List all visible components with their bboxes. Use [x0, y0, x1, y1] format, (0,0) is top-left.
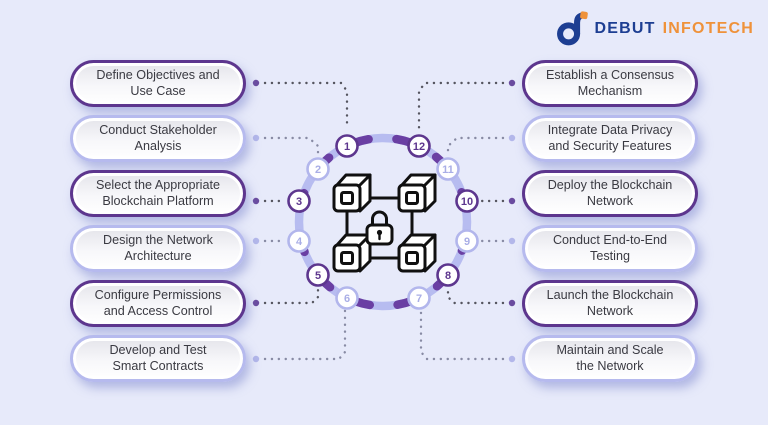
svg-text:7: 7: [416, 293, 422, 305]
step-8-launch-network: Launch the Blockchain Network: [522, 280, 698, 327]
node-12: 12: [407, 134, 431, 158]
svg-text:10: 10: [461, 196, 473, 208]
connector-step-6: [252, 309, 347, 363]
step-2-stakeholder-analysis: Conduct Stakeholder Analysis: [70, 115, 246, 162]
connector-step-5: [252, 287, 320, 307]
svg-text:11: 11: [442, 164, 454, 176]
brand-name-primary: DEBUT: [594, 20, 656, 37]
node-9: 9: [455, 229, 479, 253]
node-3: 3: [287, 189, 311, 213]
step-label-line: Conduct End-to-End: [552, 233, 668, 247]
brand-name-secondary: INFOTECH: [662, 20, 754, 37]
cube-bottom-right: [397, 233, 437, 273]
svg-text:8: 8: [445, 270, 451, 282]
step-11-data-privacy-security: Integrate Data Privacy and Security Feat…: [522, 115, 698, 162]
step-label-line: Design the Network: [103, 233, 213, 247]
step-1-define-objectives: Define Objectives and Use Case: [70, 60, 246, 107]
step-label-line: Maintain and Scale: [556, 343, 664, 357]
step-label-line: Architecture: [124, 248, 192, 263]
step-label-line: Launch the Blockchain: [546, 288, 674, 302]
connector-step-4: [252, 237, 287, 245]
step-label-line: Conduct Stakeholder: [99, 123, 217, 137]
node-6: 6: [335, 286, 359, 310]
connector-step-3: [252, 197, 287, 205]
step-label-line: and Access Control: [103, 303, 213, 318]
step-4-design-architecture: Design the Network Architecture: [70, 225, 246, 272]
svg-text:5: 5: [315, 270, 321, 282]
step-12-consensus-mechanism: Establish a Consensus Mechanism: [522, 60, 698, 107]
step-label-line: Analysis: [134, 138, 182, 153]
step-label-line: Develop and Test: [109, 343, 207, 357]
svg-text:2: 2: [315, 164, 321, 176]
svg-text:6: 6: [344, 293, 350, 305]
node-7: 7: [407, 286, 431, 310]
step-label-line: the Network: [576, 358, 644, 373]
connector-step-1: [252, 79, 349, 131]
connector-step-7: [419, 309, 516, 363]
step-9-end-to-end-testing: Conduct End-to-End Testing: [522, 225, 698, 272]
step-label-line: Use Case: [130, 83, 186, 98]
logo: DEBUT INFOTECH: [554, 11, 754, 47]
step-label-line: Testing: [590, 248, 630, 263]
step-7-maintain-scale: Maintain and Scale the Network: [522, 335, 698, 382]
svg-text:9: 9: [464, 236, 470, 248]
cube-bottom-left: [332, 233, 372, 273]
connector-step-9: [479, 237, 516, 245]
step-label-line: Mechanism: [577, 83, 643, 98]
step-label-line: Smart Contracts: [112, 358, 204, 373]
svg-text:12: 12: [413, 141, 425, 153]
step-label-line: Configure Permissions: [94, 288, 222, 302]
connector-step-2: [252, 134, 320, 157]
node-1: 1: [335, 134, 359, 158]
connector-step-12: [417, 79, 516, 131]
node-8: 8: [436, 263, 460, 287]
step-label-line: Blockchain Platform: [102, 193, 214, 208]
step-label-line: Network: [586, 303, 634, 318]
node-10: 10: [455, 189, 479, 213]
connector-step-11: [446, 134, 516, 157]
cube-top-left: [332, 173, 372, 213]
node-4: 4: [287, 229, 311, 253]
svg-text:3: 3: [296, 196, 302, 208]
connector-step-8: [446, 287, 516, 307]
step-label-line: Select the Appropriate: [96, 178, 220, 192]
step-5-configure-permissions: Configure Permissions and Access Control: [70, 280, 246, 327]
cycle-ring-dark-dashes: [294, 133, 472, 311]
step-label-line: Define Objectives and: [96, 68, 220, 82]
blockchain-security-icon: [332, 173, 437, 273]
step-6-develop-smart-contracts: Develop and Test Smart Contracts: [70, 335, 246, 382]
cycle-ring-light: [294, 133, 472, 311]
svg-text:1: 1: [344, 141, 350, 153]
step-label-line: Integrate Data Privacy: [547, 123, 673, 137]
step-label-line: and Security Features: [548, 138, 672, 153]
step-label-line: Network: [586, 193, 634, 208]
node-5: 5: [306, 263, 330, 287]
node-11: 11: [436, 157, 460, 181]
debut-d-monogram-icon: [556, 11, 588, 46]
step-label-line: Deploy the Blockchain: [547, 178, 673, 192]
step-label-line: Establish a Consensus: [545, 68, 675, 82]
step-10-deploy-network: Deploy the Blockchain Network: [522, 170, 698, 217]
step-3-select-platform: Select the Appropriate Blockchain Platfo…: [70, 170, 246, 217]
connector-step-10: [479, 197, 516, 205]
svg-text:4: 4: [296, 236, 303, 248]
node-2: 2: [306, 157, 330, 181]
padlock-icon: [365, 210, 394, 246]
cube-top-right: [397, 173, 437, 213]
